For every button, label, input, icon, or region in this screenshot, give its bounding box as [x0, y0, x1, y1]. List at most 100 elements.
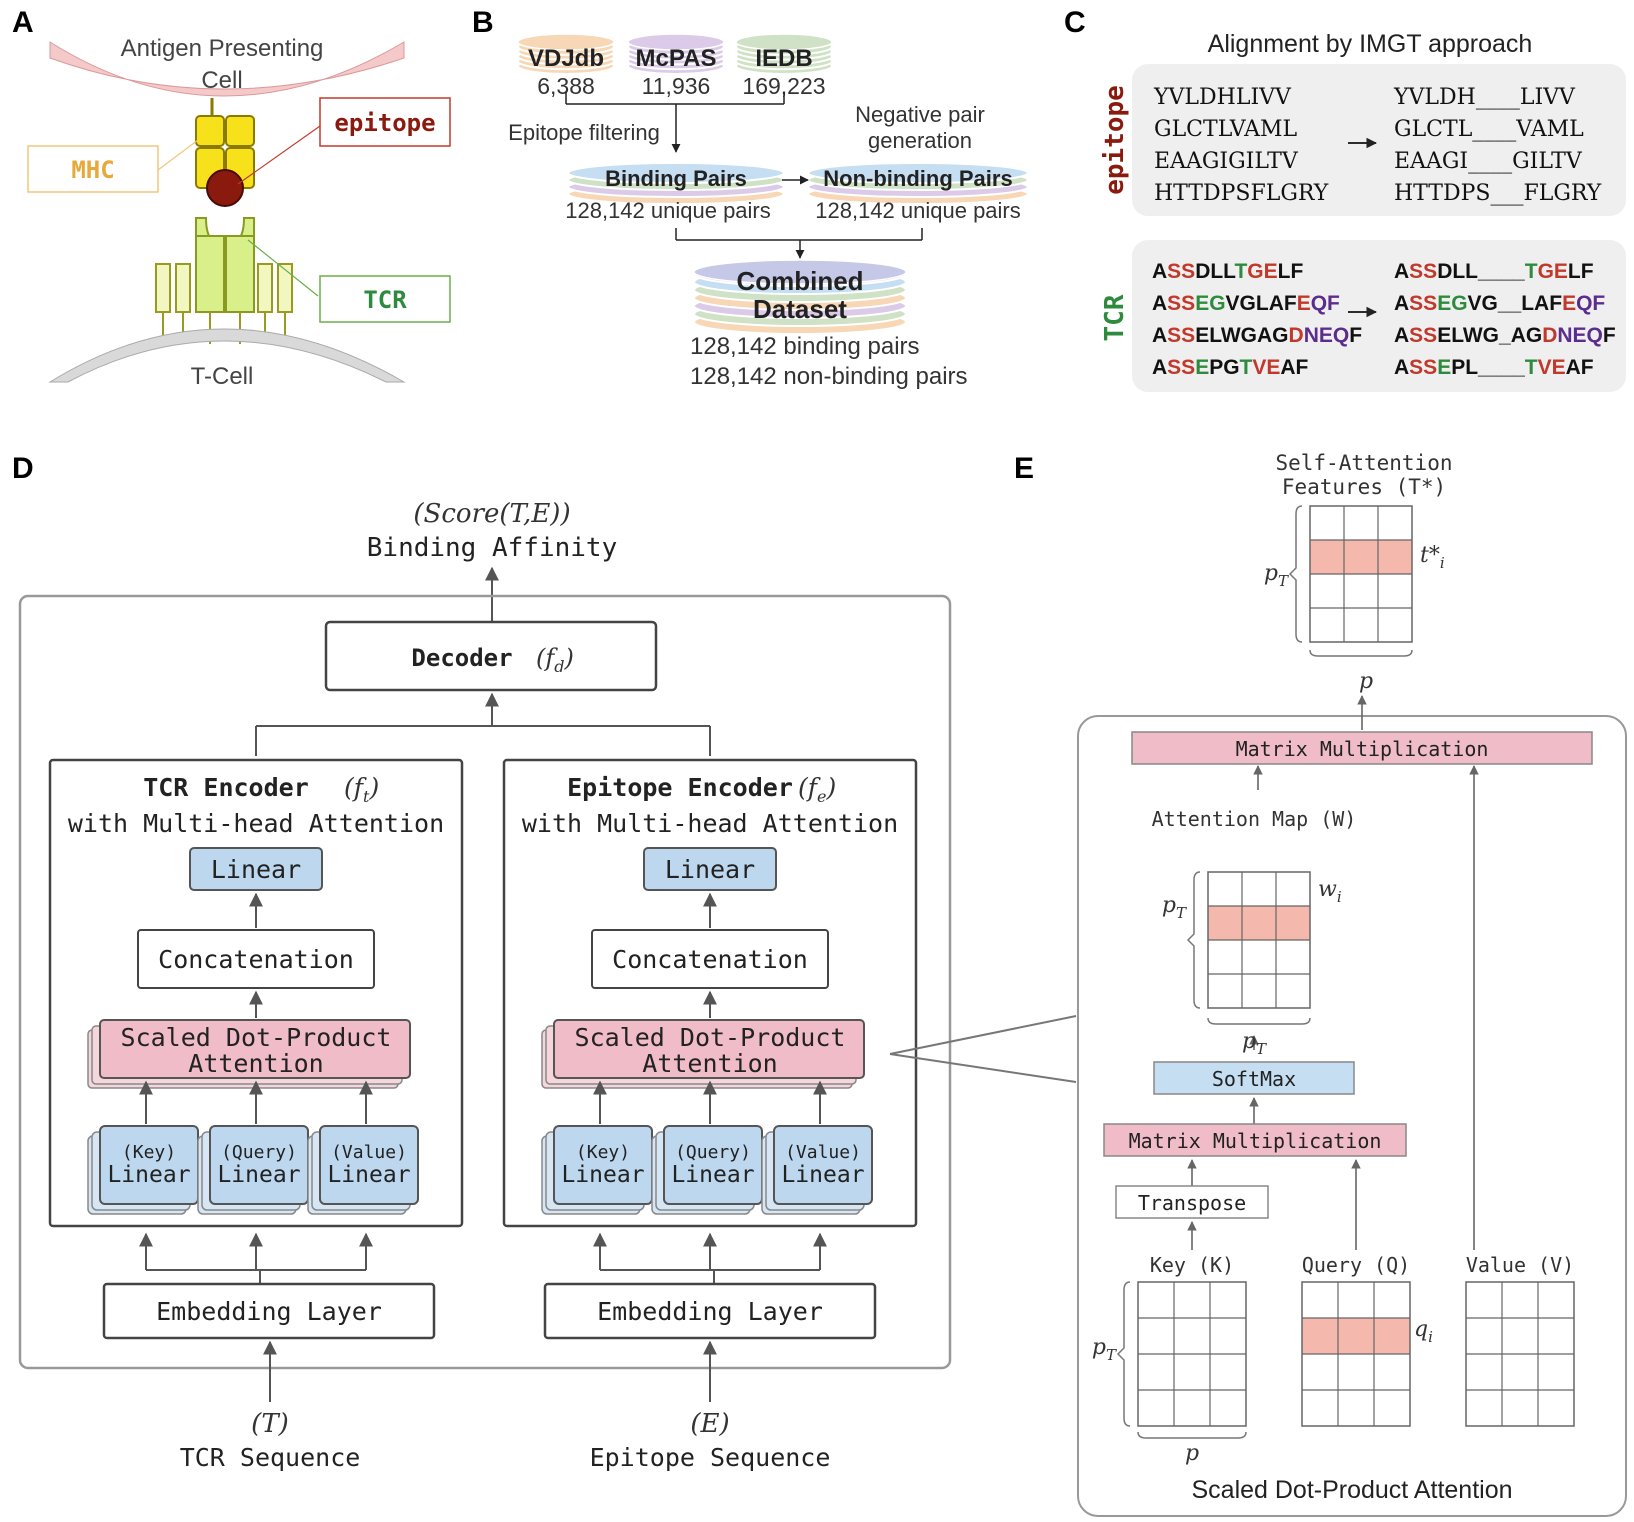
model-outer-box	[18, 594, 952, 1370]
residue-segment: A	[1394, 324, 1409, 347]
apc-label: Antigen Presenting	[121, 35, 324, 62]
residue-segment: NEQ	[1304, 324, 1350, 347]
residue-segment: E	[1437, 356, 1451, 379]
encoder-title: TCR Encoder	[143, 773, 309, 802]
features-brace	[1288, 505, 1303, 643]
query-matrix	[1301, 1281, 1411, 1427]
query-qi-label-main: q	[1414, 1317, 1428, 1342]
residue-segment: E	[1297, 292, 1311, 315]
panel-letter-a: A	[12, 6, 34, 39]
cd3-subunit	[155, 263, 171, 313]
mhc-label: MHC	[71, 156, 114, 184]
linear-box	[189, 847, 323, 891]
residue-segment: QF	[1576, 292, 1605, 315]
residue-segment: T	[1525, 260, 1538, 283]
cylinder-layer	[807, 162, 1029, 184]
panel-letter-b: B	[472, 6, 494, 39]
attention-pt-label-sub: T	[1176, 904, 1187, 922]
query-linear-label: Linear	[671, 1162, 754, 1188]
residue-segment: SS	[1167, 356, 1195, 379]
tcr-sequence: ASSEPGTVEAF	[1152, 356, 1309, 379]
cylinder-top	[517, 33, 615, 51]
residue-segment: GE	[1538, 260, 1568, 283]
residue-segment: VG__LAF	[1468, 292, 1563, 315]
tcr-alignment-box	[1132, 240, 1626, 392]
epitope-sequence: HTTDPSFLGRY	[1154, 181, 1329, 206]
embedding-layer-epitope-label: Embedding Layer	[597, 1297, 823, 1326]
tcr-side-label: TCR	[1100, 294, 1130, 341]
panel-a: Antigen Presenting Cell MHC epitope TCR	[27, 35, 451, 390]
key-width-brace	[1137, 1431, 1247, 1439]
decoder-fn-sub: d	[554, 657, 564, 676]
linear-box	[643, 847, 777, 891]
combined-nonbinding-count: 128,142 non-binding pairs	[690, 363, 968, 390]
key-pt-label-sub: T	[1106, 1346, 1117, 1364]
attention-pt-label-main: p	[1162, 893, 1176, 918]
tcr-sequence: ASSDLLTGELF	[1152, 260, 1303, 283]
matmul-top-label: Matrix Multiplication	[1236, 737, 1489, 761]
residue-segment: D	[1289, 324, 1304, 347]
residue-segment: A	[1152, 260, 1167, 283]
tcr-sequence: ASSELWG_AGDNEQF	[1394, 324, 1616, 347]
panel-letter-e: E	[1014, 452, 1034, 485]
cd3-subunit	[257, 263, 273, 313]
residue-segment: NEQ	[1557, 324, 1603, 347]
query-label: (Query)	[221, 1142, 297, 1163]
decoder-label: Decoder	[411, 644, 512, 672]
tcr-sequence: ASSEPL____TVEAF	[1394, 356, 1594, 379]
tcr-callout	[319, 275, 451, 323]
attention-wi-label: wi	[1318, 877, 1342, 906]
encoder-fn: (fe)	[798, 773, 836, 806]
key-label: (Key)	[576, 1142, 630, 1163]
concatenation-label: Concatenation	[612, 945, 808, 974]
sdpa-caption: Scaled Dot-Product Attention	[1191, 1476, 1512, 1504]
key-matrix	[1137, 1281, 1247, 1427]
features-matrix	[1309, 505, 1413, 643]
residue-segment: A	[1394, 292, 1409, 315]
residue-segment: T	[1240, 356, 1253, 379]
tcr-rows: ASSDLLTGELFASSEGVGLAFEQFASSELWGAGDNEQFAS…	[1152, 260, 1616, 379]
embedding-layer-epitope	[543, 1282, 877, 1340]
features-pt-label-main: p	[1264, 561, 1278, 586]
matmul-top-box	[1131, 731, 1593, 765]
mhc-callout-line	[157, 139, 199, 171]
residue-segment: EG	[1195, 292, 1225, 315]
mhc-callout	[27, 145, 159, 193]
score-label: (Score(T,E))	[413, 499, 570, 529]
residue-segment: AF	[1566, 356, 1594, 379]
encoder-fn-sub: t	[363, 787, 370, 806]
binding-pairs-cylinder	[567, 162, 785, 205]
nonbinding-pairs-label: Non-binding Pairs	[823, 166, 1012, 191]
softmax-label: SoftMax	[1212, 1067, 1296, 1091]
tcr-label: TCR	[363, 286, 407, 314]
epitope-encoder: Epitope Encoder(fe)with Multi-head Atten…	[502, 758, 918, 1284]
residue-segment: A	[1152, 292, 1167, 315]
residue-segment: PL____	[1451, 356, 1525, 379]
attention-brace	[1186, 871, 1201, 1009]
residue-segment: E	[1562, 292, 1576, 315]
panel-letter-d: D	[12, 452, 34, 485]
epitope-rows: YVLDHLIVVGLCTLVAMLEAAGIGILTVHTTDPSFLGRYY…	[1153, 85, 1602, 206]
query-qi-label-sub: i	[1428, 1328, 1433, 1346]
cylinder-layer	[567, 162, 785, 184]
tcell-label: T-Cell	[191, 363, 254, 390]
softmax-box	[1153, 1061, 1355, 1095]
epitope-callout	[319, 97, 451, 147]
softmax-pt-label: pT	[1242, 1029, 1267, 1058]
key-p-label: p	[1185, 1441, 1199, 1466]
embedding-layer-tcr-label: Embedding Layer	[156, 1297, 382, 1326]
encoder-fn-close: )	[368, 773, 379, 802]
concatenation-label: Concatenation	[158, 945, 354, 974]
highlight-row	[1302, 1318, 1410, 1354]
residue-segment: SS	[1409, 260, 1437, 283]
cylinder-top	[693, 259, 907, 285]
encoder-fn-sub: e	[817, 787, 826, 806]
epitope-side-label: epitope	[1100, 85, 1130, 195]
nonbinding-pairs-cylinder	[807, 162, 1029, 205]
query-linear-label: Linear	[217, 1162, 300, 1188]
panel-c: Alignment by IMGT approach epitope TCR Y…	[1100, 30, 1626, 392]
nonbinding-unique-count: 128,142 unique pairs	[815, 198, 1021, 223]
epitope-filtering-label: Epitope filtering	[508, 120, 660, 145]
tcr-encoder: TCR Encoder(ft)with Multi-head Attention…	[48, 758, 464, 1284]
pair-cylinders	[567, 162, 1029, 205]
